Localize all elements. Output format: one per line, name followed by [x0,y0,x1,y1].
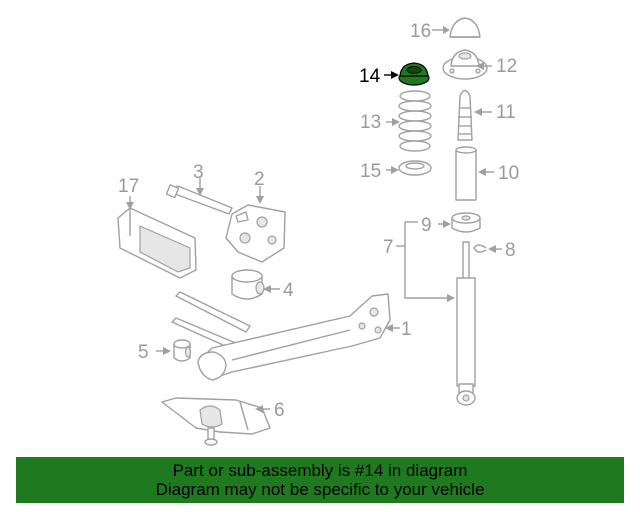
callout-11[interactable]: 11 [496,102,516,123]
callout-4[interactable]: 4 [283,280,294,301]
callout-14[interactable]: 14 [359,66,381,87]
callout-1[interactable]: 1 [401,319,412,340]
info-banner: Part or sub-assembly is #14 in diagram D… [16,457,624,503]
callout-15[interactable]: 15 [360,161,381,182]
part-16-cap[interactable] [449,17,481,38]
part-4-bushing[interactable] [231,269,265,300]
arrow-6 [255,405,263,413]
part-7-shock-absorber[interactable] [456,241,476,406]
arrow-10 [478,168,486,176]
callout-10[interactable]: 10 [498,163,519,184]
arrow-15 [391,166,399,174]
arrow-8 [488,245,496,253]
callout-3[interactable]: 3 [193,162,204,183]
arrow-13 [392,118,400,126]
callout-17[interactable]: 17 [118,176,139,197]
arrow-5 [163,347,171,355]
part-15-isolator[interactable] [398,160,432,176]
part-12-strut-mount[interactable] [442,49,488,80]
part-5-bushing[interactable] [173,339,192,362]
arrow-12 [476,62,484,70]
callout-16[interactable]: 16 [410,21,431,42]
banner-line-1: Part or sub-assembly is #14 in diagram [172,461,468,480]
part-17-shield[interactable] [117,207,197,279]
banner-line-2: Diagram may not be specific to your vehi… [155,480,485,499]
callout-9[interactable]: 9 [421,215,432,236]
part-2-bracket[interactable] [225,204,286,263]
callout-7[interactable]: 7 [383,237,394,258]
arrow-7 [447,294,455,302]
bracket-7 [404,222,452,299]
arrow-9 [443,220,451,228]
callout-6[interactable]: 6 [274,400,285,421]
part-10-dust-boot[interactable] [455,146,477,201]
arrow-14 [391,71,399,79]
callout-5[interactable]: 5 [138,342,149,363]
callout-8[interactable]: 8 [505,240,516,261]
callout-13[interactable]: 13 [360,112,381,133]
part-11-bump-stop[interactable] [457,89,473,141]
part-1-axle-beam[interactable] [171,291,391,381]
part-8-clip[interactable] [473,244,487,253]
callout-12[interactable]: 12 [496,56,517,77]
part-13-coil-spring[interactable] [398,90,432,152]
callout-2[interactable]: 2 [254,169,265,190]
part-6-stub-axle[interactable] [161,397,271,446]
arrow-1 [385,324,393,332]
arrow-17 [126,202,134,210]
arrow-3 [196,188,204,196]
arrow-2 [256,196,264,204]
arrow-16 [443,26,450,34]
arrow-11 [474,108,482,116]
part-14-spring-seat[interactable] [398,62,430,86]
arrow-4 [263,285,271,293]
part-9-bushing[interactable] [451,212,481,233]
part-3-bolt[interactable] [165,184,233,215]
